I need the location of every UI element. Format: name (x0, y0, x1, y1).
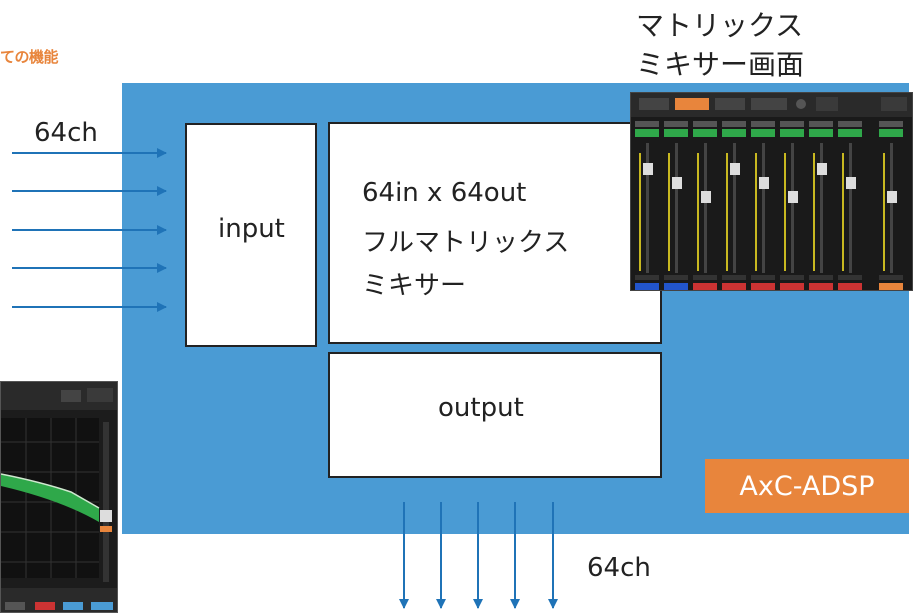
mixer-channel-strip (635, 121, 659, 290)
mixer-channel-strip (809, 121, 833, 290)
matrix-block-label-line1: 64in x 64out (362, 178, 527, 208)
mixer-channel-strip (780, 121, 804, 290)
matrix-screen-caption-line2: ミキサー画面 (636, 48, 805, 81)
mixer-channel-strip (693, 121, 717, 290)
matrix-block-label-line3: ミキサー (362, 271, 467, 301)
device-badge: AxC-ADSP (705, 459, 909, 513)
output-channel-count: 64ch (587, 553, 651, 583)
mixer-channel-strip (838, 121, 862, 290)
mixer-channel-strip (879, 121, 903, 290)
output-block (328, 352, 662, 478)
eq-screenshot-image (1, 382, 117, 612)
input-block-label: input (218, 214, 285, 244)
mixer-channel-strip (751, 121, 775, 290)
matrix-screen-caption-line1: マトリックス (636, 9, 804, 42)
matrix-mixer-screenshot (630, 92, 913, 291)
matrix-mixer-screenshot-image (631, 93, 912, 290)
matrix-block-label-line2: フルマトリックス (362, 228, 570, 258)
mixer-channel-strip (722, 121, 746, 290)
input-block (185, 123, 317, 347)
eq-screenshot (0, 381, 118, 613)
output-block-label: output (438, 393, 524, 423)
input-channel-count: 64ch (34, 118, 98, 148)
matrix-mixer-block (328, 122, 662, 344)
section-heading: ての機能 (0, 48, 59, 66)
mixer-channel-strip (664, 121, 688, 290)
